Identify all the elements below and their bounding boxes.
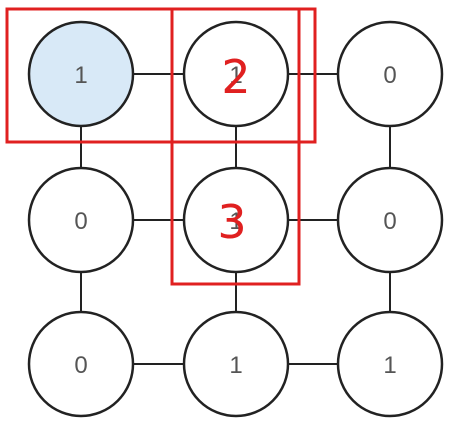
grid-node-1-2: 0 <box>336 166 444 274</box>
node-value: 1 <box>383 352 396 379</box>
node-circle <box>27 310 135 418</box>
node-circle <box>182 310 290 418</box>
node-value: 0 <box>74 352 87 379</box>
node-value: 0 <box>383 62 396 89</box>
annotation-boxes <box>5 7 317 286</box>
handwritten-annotations: 2 3 <box>217 50 250 249</box>
grid-node-0-0: 1 <box>27 20 135 128</box>
node-circle <box>336 20 444 128</box>
node-circle <box>336 166 444 274</box>
node-value: 0 <box>74 208 87 235</box>
node-value: 0 <box>383 208 396 235</box>
node-circle <box>27 20 135 128</box>
annotation-number-3: 3 <box>217 195 246 249</box>
grid-node-2-2: 1 <box>336 310 444 418</box>
grid-node-0-1: 1 <box>182 20 290 128</box>
node-circle <box>182 166 290 274</box>
node-value: 1 <box>74 62 87 89</box>
annotation-box-1 <box>5 7 317 144</box>
node-value: 1 <box>229 62 242 89</box>
annotation-box-2 <box>170 7 301 286</box>
grid-node-2-0: 0 <box>27 310 135 418</box>
node-circle <box>336 310 444 418</box>
node-value: 1 <box>229 352 242 379</box>
grid-node-1-0: 0 <box>27 166 135 274</box>
node-circle <box>182 20 290 128</box>
node-value: 1 <box>229 208 242 235</box>
grid-node-0-2: 0 <box>336 20 444 128</box>
grid-node-2-1: 1 <box>182 310 290 418</box>
node-circle <box>27 166 135 274</box>
grid-node-1-1: 1 <box>182 166 290 274</box>
grid-nodes: 1 1 0 0 1 0 0 1 1 <box>27 20 444 418</box>
annotation-number-2: 2 <box>221 50 250 104</box>
